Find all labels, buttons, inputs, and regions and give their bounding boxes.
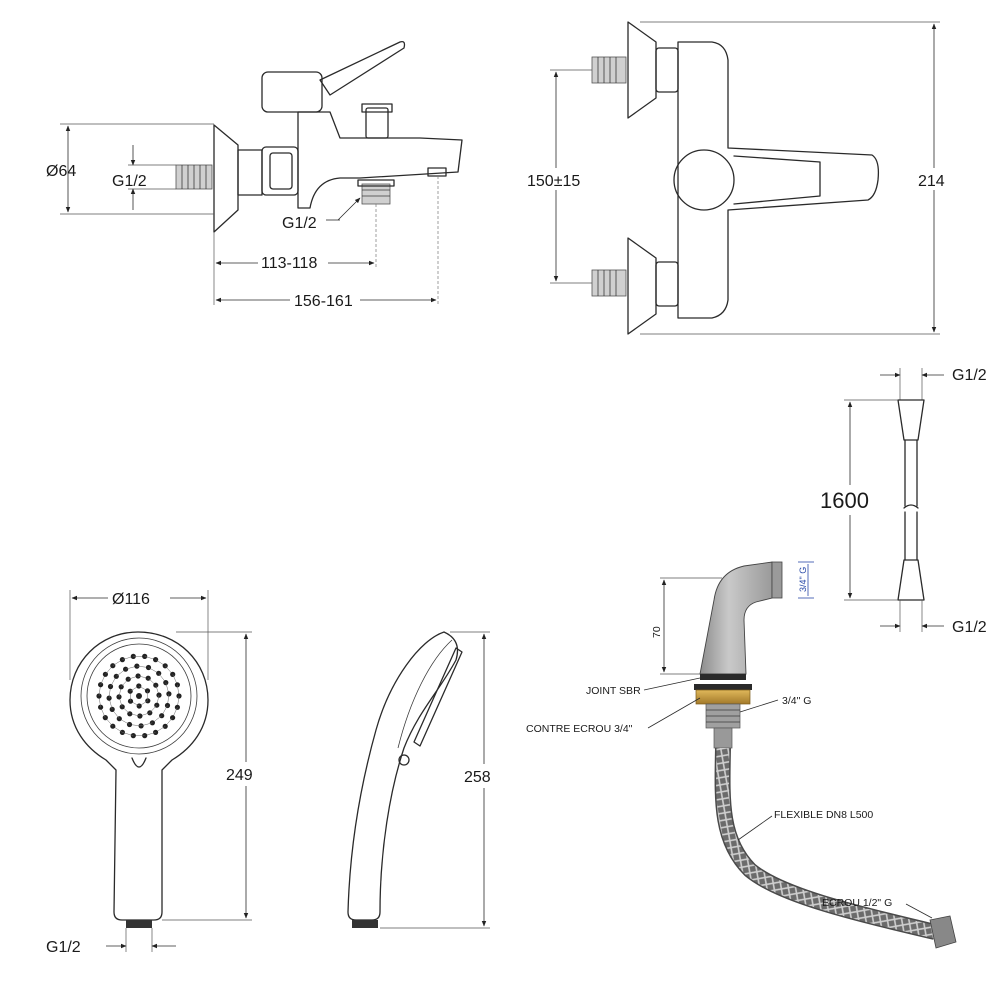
label-thread: 3/4" G — [782, 695, 811, 707]
label-contre-ecrou: CONTRE ECROU 3/4" — [526, 723, 633, 735]
bottom-inlet-thread — [591, 269, 627, 297]
nozzle-pattern — [96, 653, 182, 739]
nozzle-dot — [98, 704, 104, 710]
nozzle-dot — [163, 680, 169, 686]
top-inlet-thread — [591, 56, 627, 84]
nozzle-dot — [125, 676, 131, 682]
nozzle-dot — [113, 673, 119, 679]
dim-hose-thread-top: G1/2 — [952, 367, 987, 384]
nozzle-dot — [170, 671, 176, 678]
dim-outlet-thread: G1/2 — [282, 215, 317, 232]
dim-elbow-thread: 3/4" G — [798, 567, 808, 592]
label-flexible: FLEXIBLE DN8 L500 — [774, 809, 873, 821]
mixer-top-view: 150±15 214 — [526, 21, 954, 335]
elbow-connector-assembly: 70 3/4" G JOINT SBR CONTRE ECROU 3/4" 3/… — [526, 561, 957, 949]
dim-total-height: 214 — [918, 173, 945, 190]
nozzle-dot — [136, 693, 142, 699]
label-ecrou: ECROU 1/2" G — [822, 897, 892, 909]
nozzle-link — [141, 722, 153, 727]
nozzle-dot — [136, 683, 142, 689]
nozzle-dot — [116, 716, 122, 722]
shower-hose-drawing: G1/2 1600 G1/2 — [818, 367, 987, 636]
nozzle-dot — [130, 653, 136, 660]
mixer-side-view: Ø64 G1/2 G1/2 113-118 156-161 — [46, 40, 463, 310]
diverter-knob — [365, 107, 389, 139]
nozzle-dot — [127, 688, 133, 694]
dim-shower-length: 249 — [226, 767, 253, 784]
lever-handle — [319, 40, 406, 96]
ecrou-nut — [929, 915, 957, 949]
dim-shower-thread: G1/2 — [46, 939, 81, 956]
dim-spout-long: 156-161 — [294, 293, 353, 310]
dim-centres: 150±15 — [527, 173, 580, 190]
hand-shower-front-view: Ø116 249 G1/2 — [46, 588, 268, 956]
side-shower-outline — [347, 631, 459, 921]
label-joint-sbr: JOINT SBR — [586, 685, 641, 697]
dim-body-diameter: Ø64 — [46, 163, 76, 180]
nozzle-dot — [142, 653, 148, 660]
dim-inlet-thread: G1/2 — [112, 173, 147, 190]
nozzle-link — [149, 705, 157, 713]
hose-top-cone — [897, 399, 925, 441]
nozzle-dot — [119, 704, 125, 710]
dim-elbow-height: 70 — [651, 626, 663, 638]
nozzle-dot — [123, 666, 129, 672]
dim-head-diameter: Ø116 — [112, 591, 150, 608]
dim-side-length: 258 — [464, 769, 491, 786]
outlet-thread — [361, 183, 391, 205]
dim-hose-length: 1600 — [820, 488, 869, 513]
dim-hose-thread-bottom: G1/2 — [952, 619, 987, 636]
joint-sbr — [700, 674, 746, 680]
mixer-body — [297, 111, 463, 209]
hand-shower-side-view: 258 — [347, 631, 506, 929]
nozzle-dot — [98, 682, 104, 688]
nozzle-dot — [127, 698, 134, 704]
wall-escutcheon — [213, 124, 239, 233]
elbow-body — [699, 561, 773, 675]
hose-bottom-cone — [897, 559, 925, 601]
nozzle-dot — [110, 663, 116, 669]
dim-spout-short: 113-118 — [261, 255, 317, 272]
contre-ecrou — [695, 689, 751, 705]
top-mixer-body — [677, 41, 880, 319]
nozzle-link — [122, 732, 134, 736]
shower-thread — [126, 920, 152, 928]
